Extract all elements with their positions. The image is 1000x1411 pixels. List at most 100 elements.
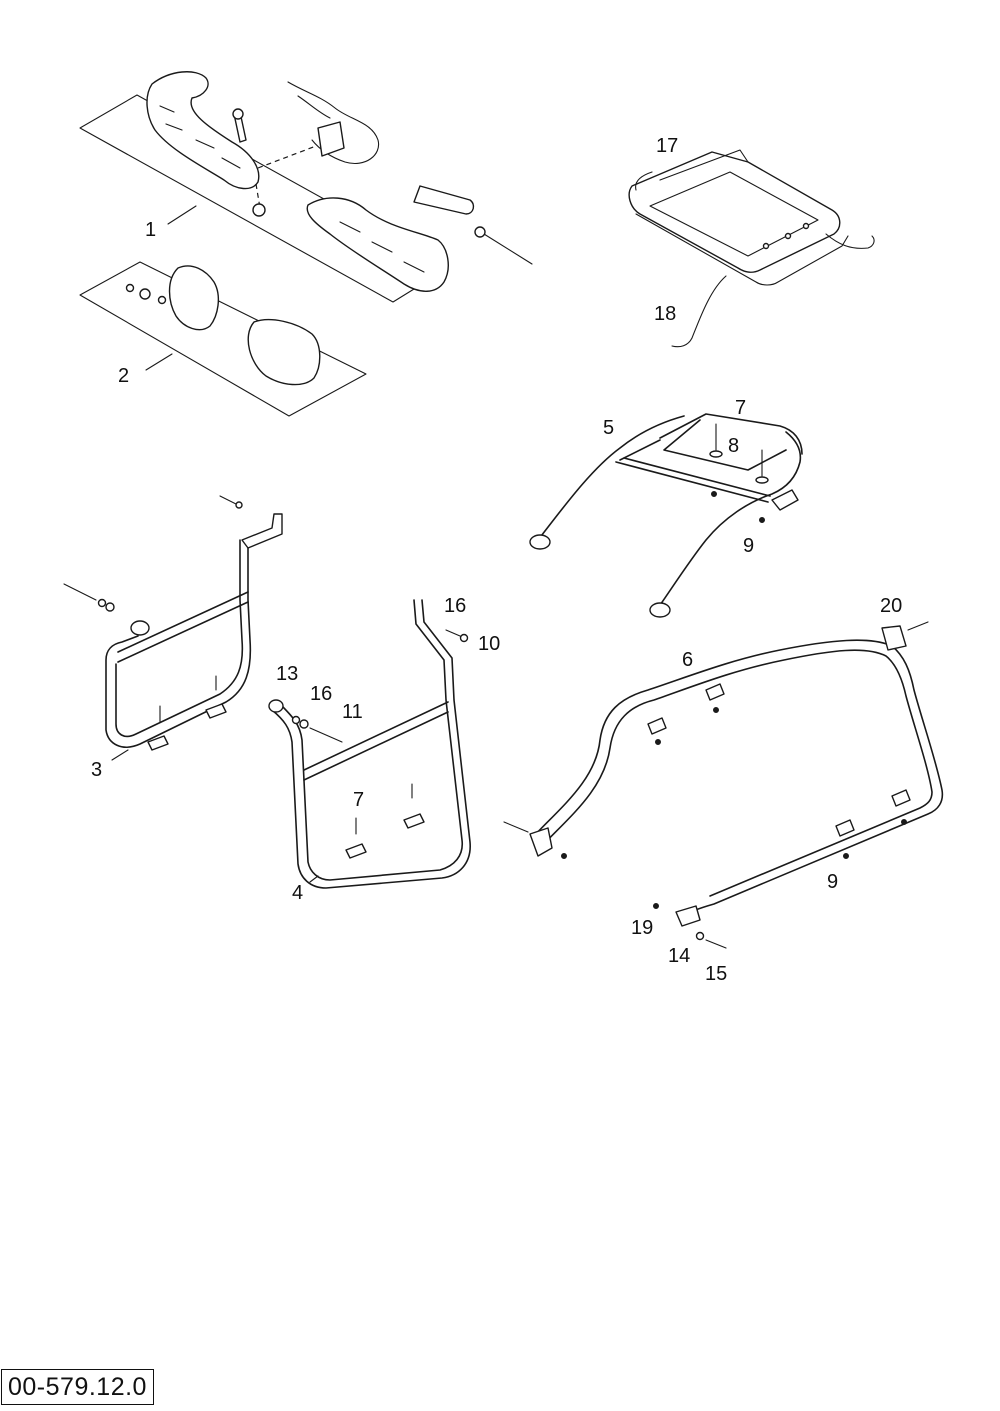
kit-panel-2 — [79, 261, 367, 417]
guard-plate-right — [247, 318, 321, 386]
carrier-3-bolt — [63, 583, 97, 601]
callout-8: 8 — [728, 435, 739, 457]
callout-16a: 16 — [444, 595, 466, 617]
frame-6-rear-washer — [695, 931, 705, 941]
carrier-4-top-bolt — [445, 629, 461, 637]
frame-6-tab-rear — [675, 905, 701, 927]
callout-4: 4 — [292, 882, 303, 904]
frame-6-plate-1 — [705, 683, 725, 701]
leader-4 — [309, 875, 319, 883]
carrier-3-washer — [97, 598, 107, 608]
callout-1: 1 — [145, 219, 156, 241]
side-carrier-right — [268, 599, 471, 889]
rack-washer-2 — [755, 476, 769, 484]
frame-6-nut-4 — [901, 819, 907, 825]
left-handguard-slots — [159, 105, 241, 169]
rack-washer-1 — [709, 450, 723, 458]
top-plate-inner — [649, 171, 819, 257]
callout-7a: 7 — [735, 397, 746, 419]
top-plate-frame — [628, 151, 841, 273]
rack-cross-bars — [619, 419, 787, 497]
drawing-code: 00-579.12.0 — [1, 1369, 154, 1405]
carrier-3-bushing — [130, 620, 150, 636]
carrier-4-bushing — [268, 699, 284, 713]
carrier-4-frame — [279, 599, 464, 881]
side-carrier-left — [63, 495, 283, 751]
grip — [413, 185, 475, 215]
callout-11: 11 — [342, 701, 363, 723]
callout-3: 3 — [91, 759, 102, 781]
handlebar-outline — [287, 81, 380, 164]
callout-16b: 16 — [310, 683, 332, 705]
callout-10: 10 — [478, 633, 500, 655]
callout-9a: 9 — [743, 535, 754, 557]
callout-13: 13 — [276, 663, 298, 685]
rack-rail-left — [537, 415, 685, 541]
leader-3 — [111, 749, 129, 761]
leader-2 — [145, 353, 173, 371]
carrier-3-plate-1 — [147, 735, 169, 751]
carrier-3-inner — [115, 539, 244, 738]
carrier-4-washer — [291, 715, 301, 725]
callout-6: 6 — [682, 649, 693, 671]
top-plate-rim — [635, 149, 749, 191]
rack-nut-1 — [711, 491, 717, 497]
strap-right — [825, 233, 875, 249]
frame-6-upper — [533, 639, 944, 919]
guard-plate-kit — [79, 261, 367, 417]
handguard-kit — [79, 71, 533, 303]
rack-rail-right — [657, 431, 802, 609]
callouts: 1 2 3 4 5 6 7 7 8 9 9 10 11 13 14 15 16 … — [91, 135, 902, 985]
frame-6-front-nut — [561, 853, 567, 859]
plate-rivet-3 — [802, 222, 810, 230]
washer-right — [474, 226, 486, 238]
guard-nut-2 — [139, 288, 151, 300]
right-handguard-slots — [339, 221, 425, 273]
leader-1 — [167, 205, 197, 225]
frame-6-tab-top — [881, 625, 907, 651]
frame-6-plate-3 — [835, 819, 855, 837]
guard-plate-left — [168, 265, 220, 331]
carrier-3-plate-2 — [205, 703, 227, 719]
callout-9b: 9 — [827, 871, 838, 893]
rack-top — [615, 413, 803, 503]
bolt-right — [483, 233, 533, 265]
left-handguard — [146, 71, 260, 190]
callout-14: 14 — [668, 945, 690, 967]
rack-nut-2 — [759, 517, 765, 523]
frame-6-inner — [541, 649, 933, 897]
carrier-4-bar — [303, 701, 449, 781]
frame-6-plate-4 — [891, 789, 911, 807]
frame-6-tab-front — [529, 827, 553, 857]
frame-6-rear-bolt — [705, 939, 727, 949]
carrier-4-plate-1 — [345, 843, 367, 859]
rack-bushing-right — [649, 602, 671, 618]
callout-2: 2 — [118, 365, 129, 387]
bolt-head-left — [232, 108, 244, 120]
frame-6-nut-3 — [843, 853, 849, 859]
carrier-3-bar — [117, 591, 249, 663]
callout-15: 15 — [705, 963, 727, 985]
frame-6-front-bolt — [503, 821, 529, 833]
rack-bushing-left — [529, 534, 551, 550]
carrier-3-tab — [241, 513, 283, 549]
top-plate-base — [635, 213, 849, 286]
callout-7b: 7 — [353, 789, 364, 811]
handlebar-clamp — [317, 121, 345, 157]
callout-5: 5 — [603, 417, 614, 439]
frame-6-nut-1 — [713, 707, 719, 713]
plate-rivet-2 — [784, 232, 792, 240]
callout-20: 20 — [880, 595, 902, 617]
callout-19: 19 — [631, 917, 653, 939]
frame-6-plate-2 — [647, 717, 667, 735]
carrier-3-nut — [105, 602, 115, 612]
carrier-4-bolt — [309, 727, 343, 743]
carrier-3-top-washer — [235, 501, 243, 509]
carrier-3-top-bolt — [219, 495, 237, 505]
strap-left — [671, 275, 727, 348]
guard-nut-1 — [125, 283, 135, 293]
carrier-4-inner — [271, 599, 471, 889]
carrier-4-top-washer — [459, 633, 469, 643]
frame-6-top-bolt — [907, 621, 929, 631]
